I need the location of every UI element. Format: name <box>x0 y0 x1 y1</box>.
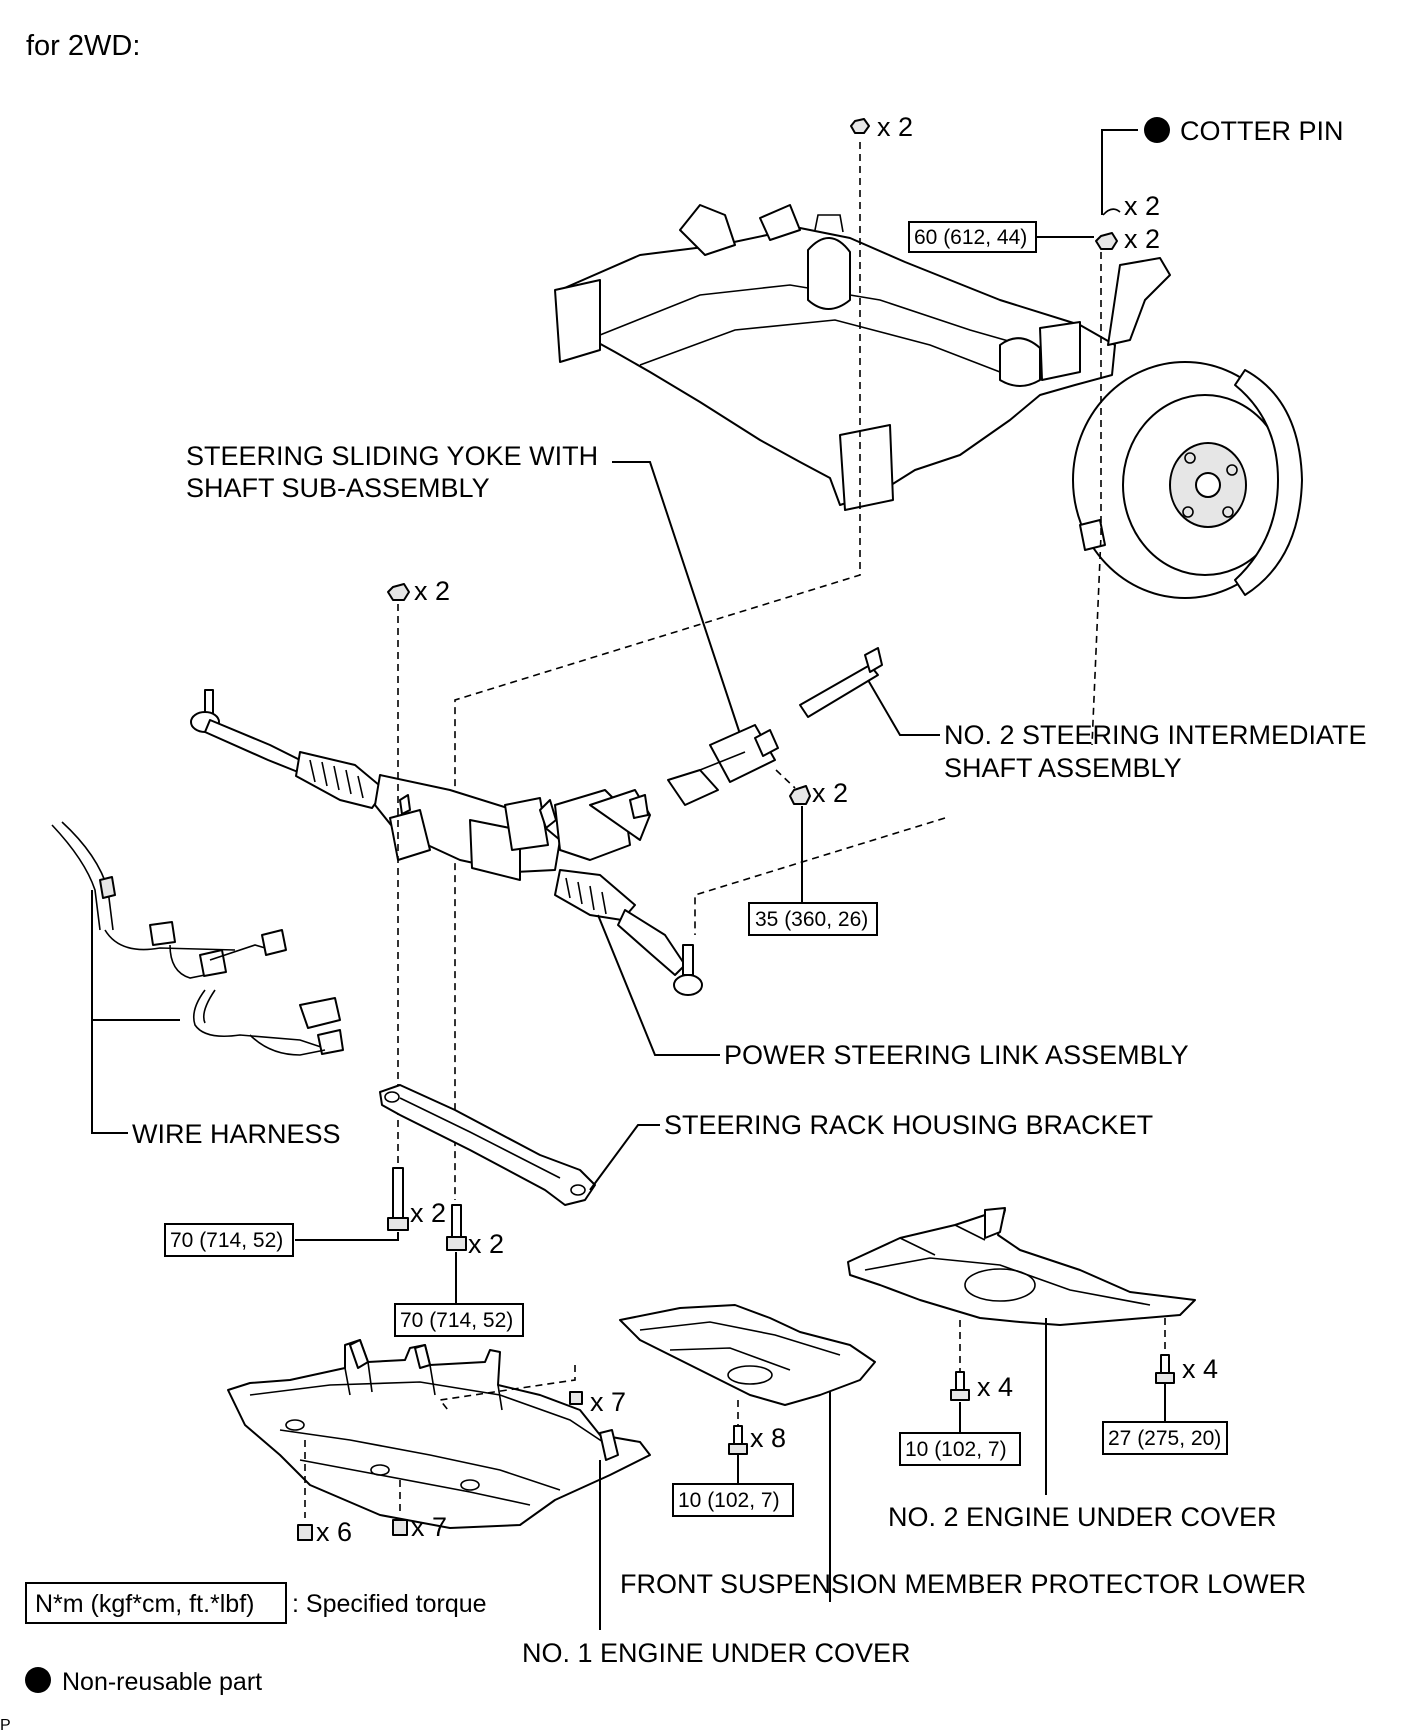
cotter-pin-icon <box>1102 208 1121 216</box>
front-suspension-protector-label: FRONT SUSPENSION MEMBER PROTECTOR LOWER <box>620 1569 1306 1599</box>
cotter-pin-qty: x 2 <box>1124 191 1160 221</box>
sliding-yoke-drawing <box>667 724 779 806</box>
steering-rack-drawing <box>190 689 703 996</box>
no1-engine-under-cover-label: NO. 1 ENGINE UNDER COVER <box>522 1638 911 1668</box>
front-suspension-member-drawing <box>554 204 1303 599</box>
knuckle-nut-qty: x 2 <box>1124 224 1160 254</box>
top-nut-qty: x 2 <box>877 112 913 142</box>
bracket-bolt-right-icon <box>446 1204 467 1251</box>
bracket-bolt-left-qty: x 2 <box>410 1198 446 1228</box>
knuckle-nut-icon <box>1095 232 1118 250</box>
bracket-bolt-right-torque-box <box>394 1303 524 1337</box>
yoke-bolt-icon <box>789 785 811 805</box>
rack-housing-bracket-drawing <box>379 1084 596 1206</box>
no2-cover-bolt-a-torque-box <box>899 1432 1021 1466</box>
legend-torque-desc: : Specified torque <box>292 1590 487 1618</box>
intermediate-shaft-label-line1: NO. 2 STEERING INTERMEDIATE <box>944 720 1367 750</box>
intermediate-shaft-drawing <box>799 647 883 718</box>
power-steering-link-label: POWER STEERING LINK ASSEMBLY <box>724 1040 1189 1070</box>
bracket-bolt-left-torque: 70 (714, 52) <box>170 1229 283 1252</box>
no1-cover-bolt-c-icon <box>392 1519 408 1536</box>
rack-upper-nut-icon <box>387 583 410 601</box>
no2-cover-bolt-a-torque: 10 (102, 7) <box>905 1438 1007 1461</box>
no2-cover-bolt-a-qty: x 4 <box>977 1372 1013 1402</box>
no1-cover-bolt-b-icon <box>297 1524 313 1541</box>
front-suspension-protector-drawing <box>619 1304 876 1406</box>
no2-engine-under-cover-drawing <box>847 1207 1196 1326</box>
sliding-yoke-label-line1: STEERING SLIDING YOKE WITH <box>186 441 598 471</box>
cotter-pin-label: COTTER PIN <box>1180 116 1344 146</box>
legend-torque-units: N*m (kgf*cm, ft.*lbf) <box>35 1590 254 1618</box>
legend-nonreusable-desc: Non-reusable part <box>62 1668 262 1696</box>
wire-harness-drawing <box>51 821 344 1056</box>
bracket-bolt-left-icon <box>387 1167 409 1231</box>
bracket-bolt-right-qty: x 2 <box>468 1229 504 1259</box>
knuckle-nut-torque-box <box>908 221 1037 253</box>
protector-bolt-qty: x 8 <box>750 1423 786 1453</box>
no2-engine-under-cover-label: NO. 2 ENGINE UNDER COVER <box>888 1502 1277 1532</box>
no1-engine-under-cover-drawing <box>227 1339 651 1529</box>
bracket-bolt-right-torque: 70 (714, 52) <box>400 1309 513 1332</box>
protector-bolt-torque-box <box>672 1483 794 1517</box>
no2-cover-bolt-b-torque: 27 (275, 20) <box>1108 1427 1221 1450</box>
wire-harness-label: WIRE HARNESS <box>132 1119 341 1149</box>
no2-cover-bolt-b-qty: x 4 <box>1182 1354 1218 1384</box>
no1-cover-bolt-c-qty: x 7 <box>411 1512 447 1542</box>
legend-torque-box <box>25 1582 287 1624</box>
sliding-yoke-label-line2: SHAFT SUB-ASSEMBLY <box>186 473 490 503</box>
footer-mark: P <box>0 1717 11 1734</box>
yoke-bolt-torque: 35 (360, 26) <box>755 908 868 931</box>
yoke-bolt-qty: x 2 <box>812 778 848 808</box>
rack-upper-nut-qty: x 2 <box>414 576 450 606</box>
no2-cover-bolt-a-icon <box>950 1371 970 1401</box>
knuckle-nut-torque: 60 (612, 44) <box>914 226 1027 249</box>
no1-cover-bolt-b-qty: x 6 <box>316 1517 352 1547</box>
yoke-bolt-torque-box <box>748 902 878 936</box>
rack-housing-bracket-label: STEERING RACK HOUSING BRACKET <box>664 1110 1153 1140</box>
protector-bolt-icon <box>728 1425 748 1455</box>
no2-cover-bolt-b-torque-box <box>1102 1421 1228 1455</box>
non-reusable-mark-cotter <box>1144 117 1170 143</box>
no2-cover-bolt-b-icon <box>1155 1354 1175 1384</box>
protector-bolt-torque: 10 (102, 7) <box>678 1489 780 1512</box>
intermediate-shaft-label-line2: SHAFT ASSEMBLY <box>944 753 1182 783</box>
bracket-bolt-left-torque-box <box>164 1223 294 1257</box>
legend-nonreusable-mark <box>25 1667 51 1693</box>
top-mount-nut <box>850 118 870 134</box>
no1-cover-bolt-a-icon <box>569 1391 583 1405</box>
page-title: for 2WD: <box>26 30 140 62</box>
no1-cover-bolt-a-qty: x 7 <box>590 1387 626 1417</box>
